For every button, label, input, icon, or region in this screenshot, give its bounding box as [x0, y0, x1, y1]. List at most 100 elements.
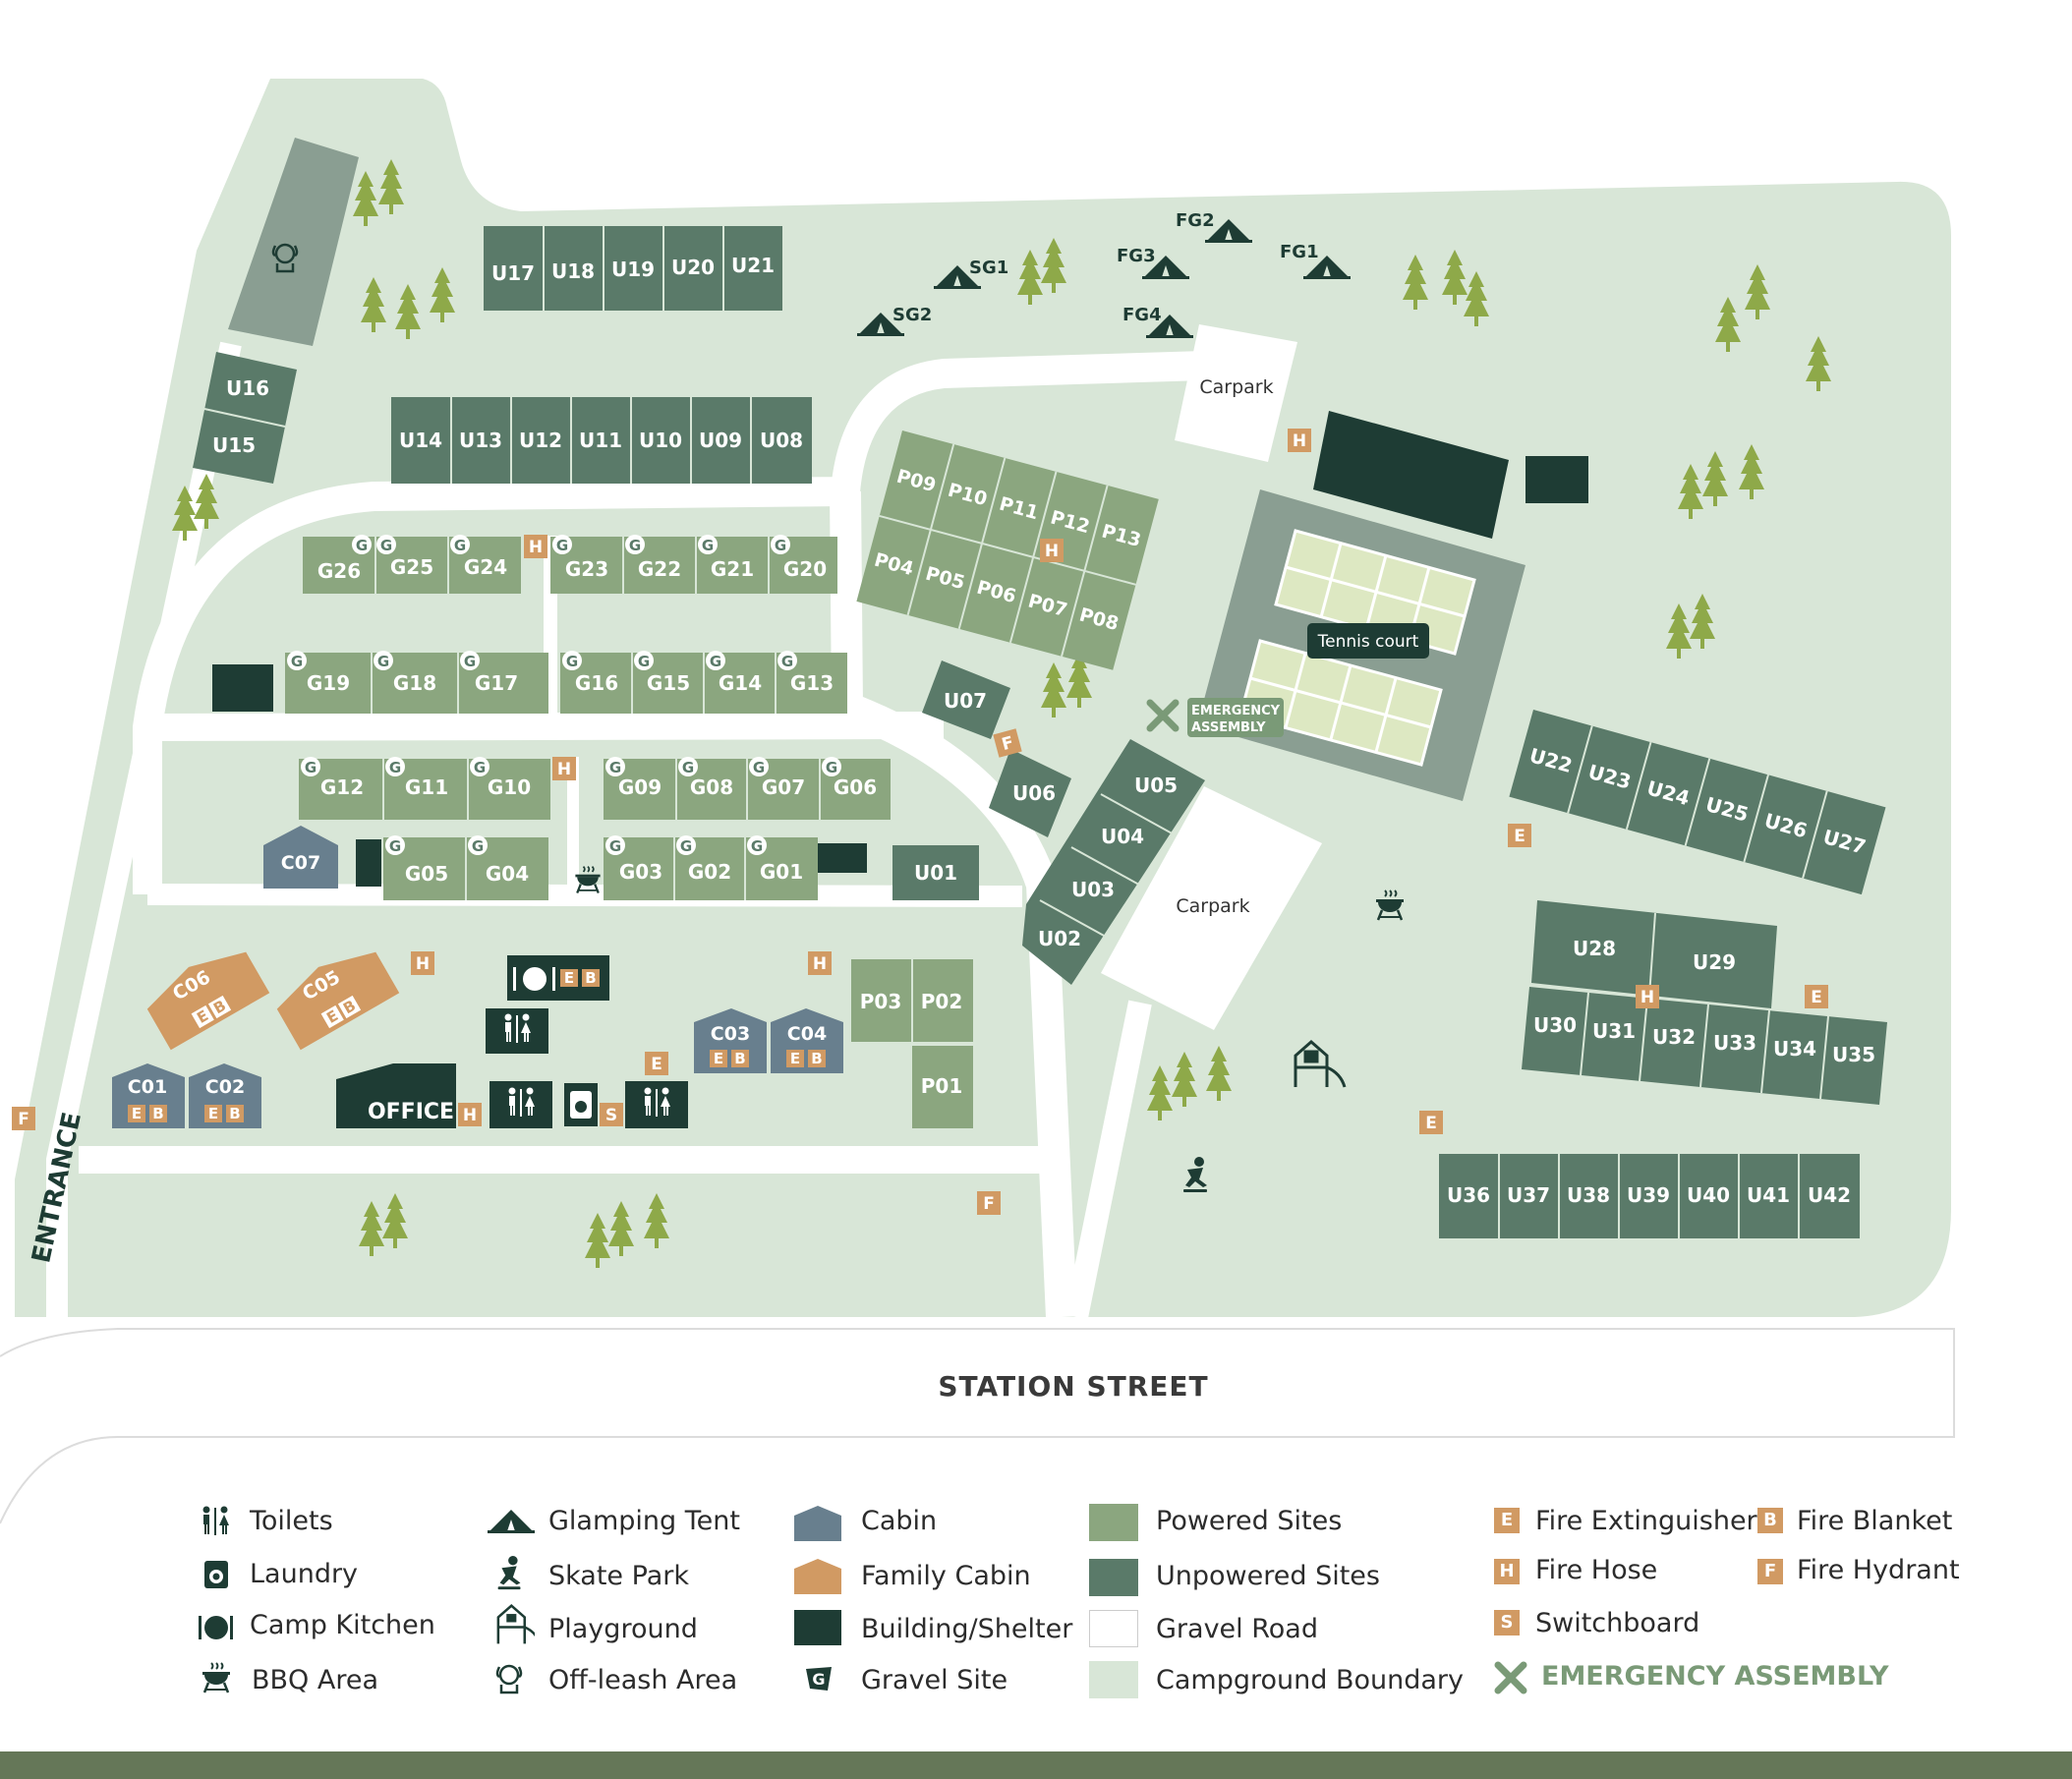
site-label[interactable]: G07 [762, 775, 805, 799]
site-label[interactable]: U08 [760, 429, 803, 452]
site-label[interactable]: G17 [475, 671, 518, 695]
site-label[interactable]: G13 [790, 671, 834, 695]
site-label[interactable]: G22 [638, 557, 681, 581]
site-label[interactable]: U18 [551, 259, 595, 283]
site-label[interactable]: G20 [783, 557, 827, 581]
site-label[interactable]: U01 [914, 861, 957, 885]
svg-text:E: E [651, 1055, 662, 1074]
site-label[interactable]: G18 [393, 671, 436, 695]
site-label[interactable]: U17 [491, 261, 535, 285]
site-label[interactable]: U28 [1573, 937, 1616, 960]
fire-blanket-icon: B [1757, 1508, 1783, 1533]
site-label[interactable]: G06 [834, 775, 877, 799]
glamping-tent-icon [488, 1510, 535, 1533]
svg-text:E: E [208, 1105, 218, 1122]
site-label[interactable]: U21 [731, 254, 775, 277]
site-label[interactable]: G03 [619, 860, 662, 884]
tent-label[interactable]: SG2 [892, 305, 932, 325]
site-label[interactable]: U32 [1652, 1025, 1696, 1049]
site-label[interactable]: P03 [860, 990, 902, 1013]
svg-text:G: G [702, 537, 714, 554]
legend-label: EMERGENCY ASSEMBLY [1541, 1661, 1889, 1692]
site-label[interactable]: U42 [1808, 1183, 1851, 1207]
tent-label[interactable]: SG1 [969, 258, 1008, 278]
site-label[interactable]: U15 [212, 433, 256, 457]
site-label[interactable]: U02 [1038, 927, 1081, 950]
site-label[interactable]: G21 [711, 557, 754, 581]
site-label[interactable]: U35 [1832, 1043, 1875, 1066]
laundry-icon [570, 1091, 592, 1119]
site-label[interactable]: U29 [1693, 950, 1736, 974]
svg-text:B: B [734, 1050, 745, 1067]
site-label[interactable]: C03 [711, 1023, 750, 1045]
off-leash-area [228, 138, 359, 346]
site-label[interactable]: G08 [690, 775, 733, 799]
site-label[interactable]: U11 [579, 429, 622, 452]
tent-label[interactable]: FG1 [1280, 242, 1319, 262]
site-label[interactable]: C07 [281, 852, 320, 874]
site-label[interactable]: G16 [575, 671, 618, 695]
site-label[interactable]: C04 [787, 1023, 827, 1045]
site-label[interactable]: G11 [405, 775, 448, 799]
site-label[interactable]: U13 [459, 429, 502, 452]
gravel-site-icon: G [605, 835, 625, 855]
site-label[interactable]: U12 [519, 429, 562, 452]
tent-label[interactable]: FG4 [1122, 305, 1162, 325]
site-label[interactable]: P01 [921, 1074, 963, 1098]
gravel-site-icon: G [822, 757, 841, 776]
site-label[interactable]: U14 [399, 429, 442, 452]
svg-text:E: E [132, 1105, 142, 1122]
site-label[interactable]: U36 [1447, 1183, 1490, 1207]
site-label[interactable]: U07 [944, 689, 987, 713]
site-label[interactable]: C02 [205, 1076, 245, 1098]
site-label[interactable]: G05 [405, 862, 448, 886]
site-label[interactable]: U09 [699, 429, 742, 452]
site-label[interactable]: U05 [1134, 774, 1178, 797]
site-label[interactable]: U34 [1773, 1037, 1816, 1061]
site-label[interactable]: U20 [671, 256, 715, 279]
site-label[interactable]: U38 [1567, 1183, 1610, 1207]
site-label[interactable]: U06 [1012, 781, 1056, 805]
site-label[interactable]: G15 [647, 671, 690, 695]
site-label[interactable]: G04 [486, 862, 529, 886]
station-street-label: STATION STREET [938, 1370, 1208, 1403]
tent-label[interactable]: FG3 [1117, 246, 1156, 266]
svg-text:G: G [826, 759, 837, 776]
site-label[interactable]: G14 [719, 671, 762, 695]
site-label[interactable]: G24 [464, 555, 507, 579]
site-label[interactable]: G23 [565, 557, 608, 581]
cabin-swatch [794, 1506, 841, 1541]
site-label[interactable]: C01 [128, 1076, 167, 1098]
svg-text:F: F [983, 1194, 995, 1214]
svg-text:G: G [356, 537, 368, 554]
svg-text:G: G [609, 759, 621, 776]
svg-text:G: G [291, 653, 303, 670]
site-label[interactable]: G19 [307, 671, 350, 695]
site-label[interactable]: P02 [921, 990, 963, 1013]
site-label[interactable]: G12 [320, 775, 364, 799]
site-label[interactable]: G10 [488, 775, 531, 799]
site-label[interactable]: U16 [226, 376, 269, 400]
site-label[interactable]: U33 [1713, 1031, 1756, 1055]
site-label[interactable]: U04 [1101, 825, 1144, 848]
site-label[interactable]: G25 [390, 555, 433, 579]
legend-label: Fire Blanket [1797, 1506, 1953, 1536]
site-label[interactable]: U40 [1687, 1183, 1730, 1207]
tent-label[interactable]: FG2 [1176, 210, 1215, 231]
site-label[interactable]: U39 [1627, 1183, 1670, 1207]
building-shelter [818, 843, 867, 873]
gravel-roads [46, 341, 1205, 1320]
site-label[interactable]: U30 [1533, 1013, 1577, 1037]
site-label[interactable]: G02 [688, 860, 731, 884]
site-label[interactable]: G09 [618, 775, 662, 799]
assembly-label: EMERGENCY [1191, 704, 1281, 718]
site-label[interactable]: U10 [639, 429, 682, 452]
site-label[interactable]: U19 [611, 258, 655, 281]
site-label[interactable]: G01 [760, 860, 803, 884]
gravel-road-swatch [1089, 1610, 1138, 1647]
site-label[interactable]: U41 [1747, 1183, 1790, 1207]
site-label[interactable]: U37 [1507, 1183, 1550, 1207]
site-label[interactable]: U31 [1592, 1019, 1636, 1043]
site-label[interactable]: G26 [317, 559, 361, 583]
site-label[interactable]: U03 [1071, 878, 1115, 901]
